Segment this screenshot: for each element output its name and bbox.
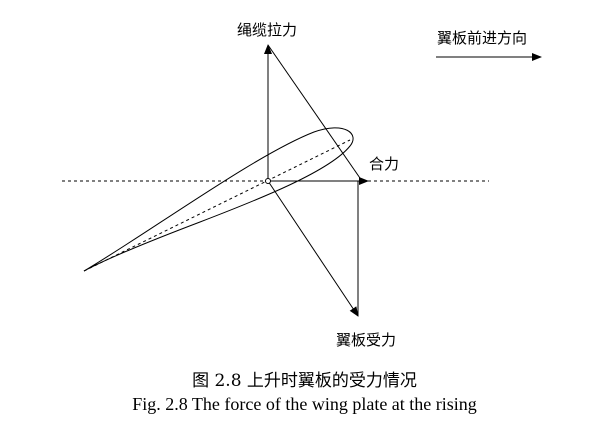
wing-plate-outline bbox=[83, 127, 354, 272]
wing-plate-chord bbox=[83, 139, 351, 272]
force-origin-point bbox=[265, 178, 271, 184]
figure-caption-english: Fig. 2.8 The force of the wing plate at … bbox=[132, 394, 477, 414]
figure-caption-chinese: 图 2.8 上升时翼板的受力情况 bbox=[192, 371, 417, 391]
construction-line-upper bbox=[267, 44, 363, 182]
plate-force-arrow bbox=[267, 180, 359, 317]
cable-tension-label: 绳缆拉力 bbox=[237, 21, 297, 39]
plate-force-label: 翼板受力 bbox=[336, 331, 396, 349]
resultant-force-label: 合力 bbox=[369, 155, 399, 173]
direction-label: 翼板前进方向 bbox=[437, 29, 527, 47]
